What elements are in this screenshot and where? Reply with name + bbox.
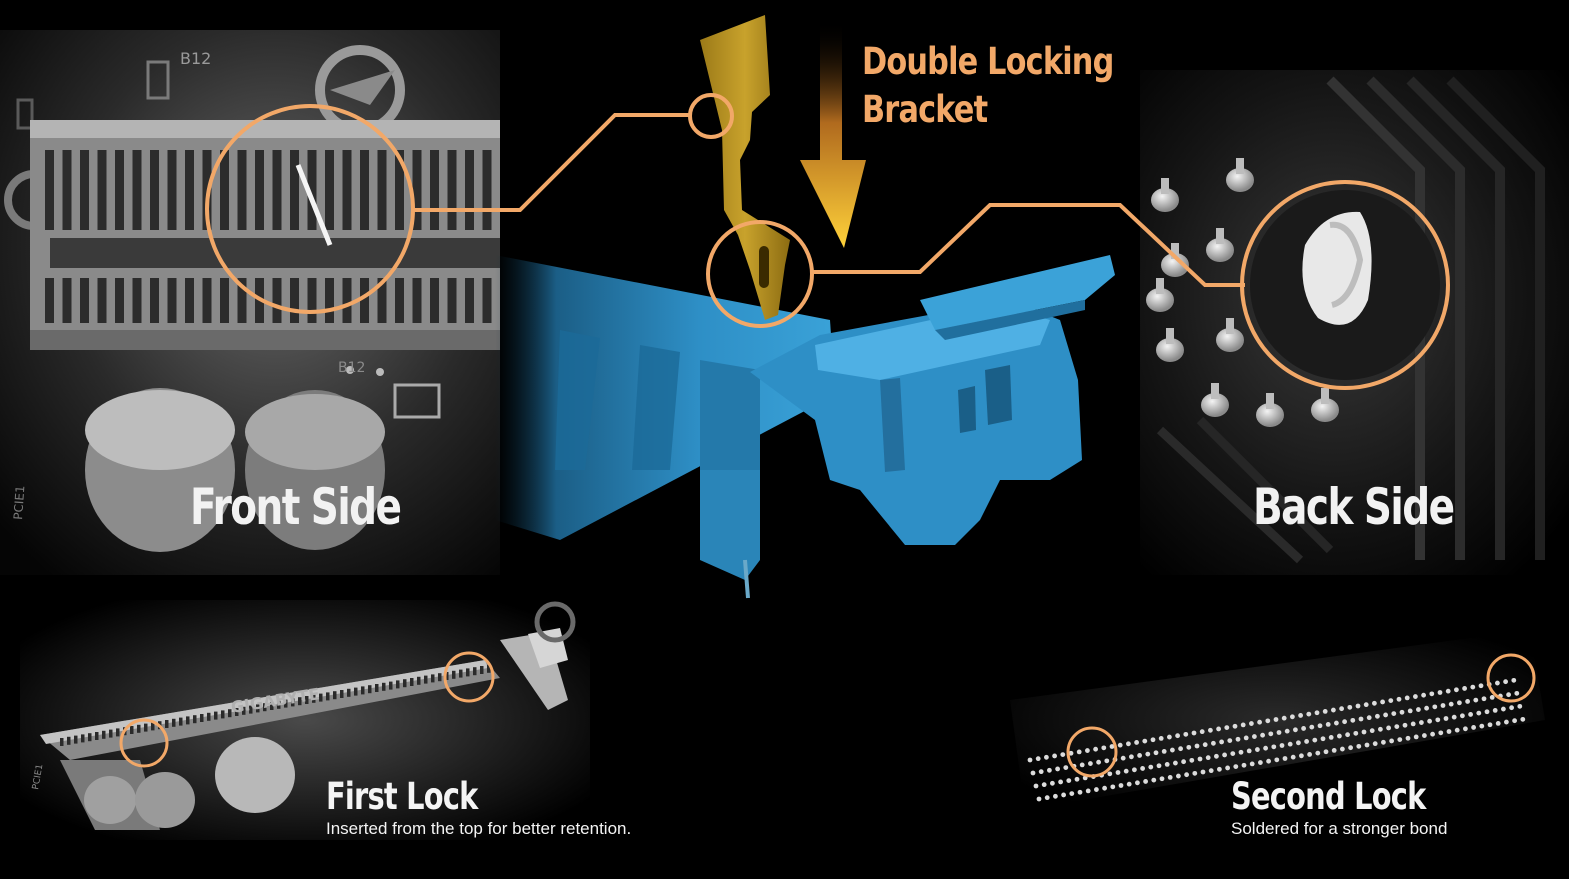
- back-side-label: Back Side: [1253, 478, 1455, 536]
- callout-lines: [205, 93, 1450, 390]
- silkscreen-top: B12: [180, 49, 211, 68]
- first-lock-title: First Lock: [326, 775, 478, 818]
- headline-line-1: Double Locking: [862, 40, 1114, 83]
- second-lock-title: Second Lock: [1231, 775, 1426, 818]
- front-side-photo: [0, 30, 500, 575]
- front-side-label: Front Side: [190, 478, 402, 536]
- first-lock-photo: GIGABYTE PCIE1: [20, 600, 590, 840]
- insert-direction-arrow: [800, 20, 866, 248]
- headline-line-2: Bracket: [862, 88, 988, 131]
- back-side-photo: [1140, 70, 1569, 575]
- silkscreen-mid: B12: [338, 360, 365, 376]
- pcie-slot-render: [495, 255, 1115, 599]
- first-lock-caption: Inserted from the top for better retenti…: [326, 819, 632, 838]
- headline: Double Locking Bracket: [862, 38, 1114, 134]
- second-lock-caption: Soldered for a stronger bond: [1231, 819, 1448, 838]
- silkscreen-first-lock-side: PCIE1: [31, 763, 45, 790]
- second-lock-photo: [1010, 630, 1545, 810]
- silkscreen-side: PCIE1: [11, 485, 27, 520]
- locking-bracket: [700, 15, 790, 320]
